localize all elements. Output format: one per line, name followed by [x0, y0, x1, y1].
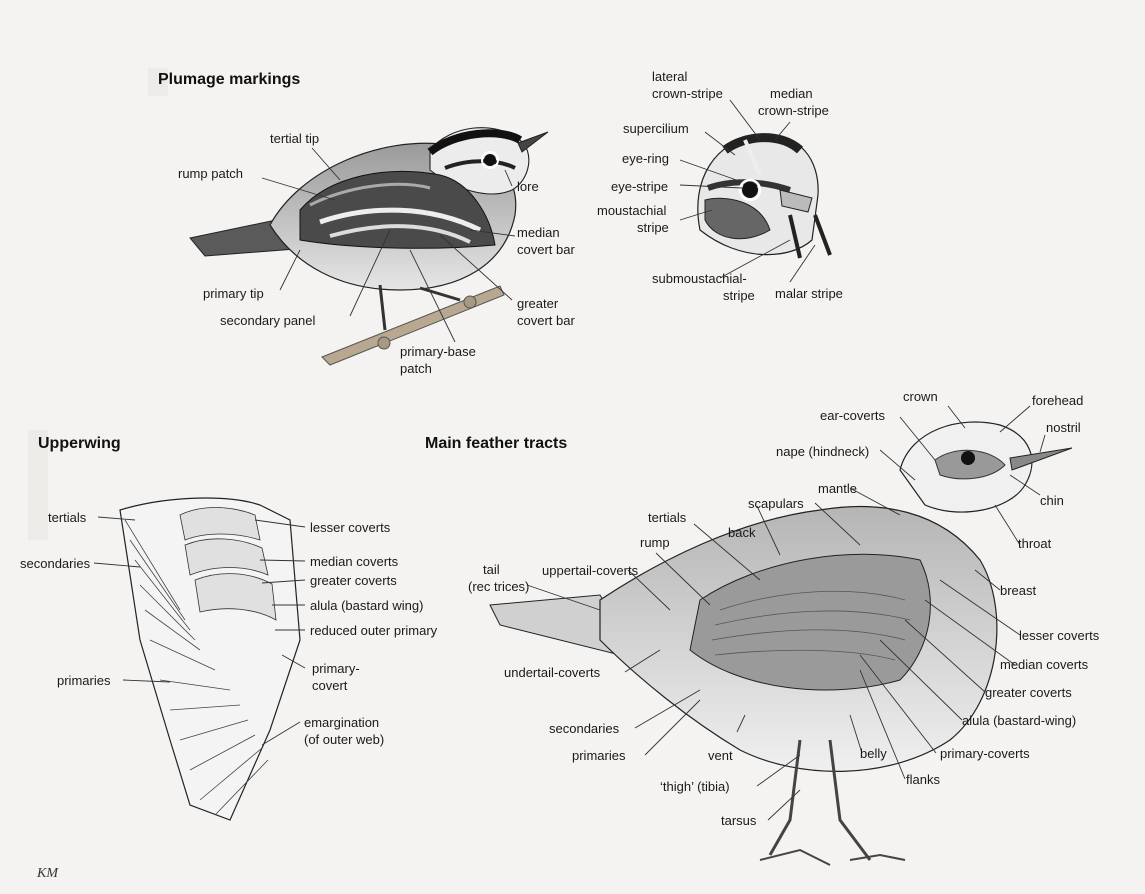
label-uw-emargination-1: emargination — [304, 714, 379, 731]
label-tertials: tertials — [648, 509, 686, 526]
label-greater-coverts: greater coverts — [985, 684, 1072, 701]
label-submoustachial-stripe-1: submoustachial- — [652, 270, 747, 287]
label-chin: chin — [1040, 492, 1064, 509]
artist-initials: KM — [37, 866, 58, 882]
label-tail-1: tail — [483, 561, 500, 578]
label-median-crown-stripe-1: median — [770, 85, 813, 102]
label-uw-greater-coverts: greater coverts — [310, 572, 397, 589]
label-median-covert-bar-2: covert bar — [517, 241, 575, 258]
label-uw-alula: alula (bastard wing) — [310, 597, 423, 614]
title-main-feather-tracts: Main feather tracts — [425, 435, 567, 453]
label-primaries: primaries — [572, 747, 625, 764]
label-rump: rump — [640, 534, 670, 551]
label-breast: breast — [1000, 582, 1036, 599]
label-vent: vent — [708, 747, 733, 764]
label-nostril: nostril — [1046, 419, 1081, 436]
label-nape: nape (hindneck) — [776, 443, 869, 460]
label-uw-secondaries: secondaries — [20, 555, 90, 572]
label-ear-coverts: ear-coverts — [820, 407, 885, 424]
label-primary-tip: primary tip — [203, 285, 264, 302]
label-lore: lore — [517, 178, 539, 195]
head-illustration — [698, 135, 830, 258]
label-uw-primaries: primaries — [57, 672, 110, 689]
label-crown: crown — [903, 388, 938, 405]
label-back: back — [728, 524, 755, 541]
label-median-covert-bar-1: median — [517, 224, 560, 241]
label-tertial-tip: tertial tip — [270, 130, 319, 147]
label-lesser-coverts: lesser coverts — [1019, 627, 1099, 644]
label-uw-reduced-outer-primary: reduced outer primary — [310, 622, 437, 639]
label-primary-base-patch-2: patch — [400, 360, 432, 377]
label-undertail-coverts: undertail-coverts — [504, 664, 600, 681]
label-scapulars: scapulars — [748, 495, 804, 512]
title-plumage-markings: Plumage markings — [158, 71, 300, 89]
label-median-crown-stripe-2: crown-stripe — [758, 102, 829, 119]
label-median-coverts: median coverts — [1000, 656, 1088, 673]
label-tail-2: (rec trices) — [468, 578, 529, 595]
label-primary-base-patch-1: primary-base — [400, 343, 476, 360]
label-tarsus: tarsus — [721, 812, 756, 829]
label-uw-emargination-2: (of outer web) — [304, 731, 384, 748]
label-mantle: mantle — [818, 480, 857, 497]
label-moustachial-stripe-2: stripe — [637, 219, 669, 236]
label-secondaries: secondaries — [549, 720, 619, 737]
label-rump-patch: rump patch — [178, 165, 243, 182]
label-uw-tertials: tertials — [48, 509, 86, 526]
label-greater-covert-bar-1: greater — [517, 295, 558, 312]
label-uw-median-coverts: median coverts — [310, 553, 398, 570]
label-primary-coverts: primary-coverts — [940, 745, 1030, 762]
label-flanks: flanks — [906, 771, 940, 788]
label-submoustachial-stripe-2: stripe — [723, 287, 755, 304]
label-supercilium: supercilium — [623, 120, 689, 137]
label-uppertail-coverts: uppertail-coverts — [542, 562, 638, 579]
label-eye-ring: eye-ring — [622, 150, 669, 167]
label-uw-primary-covert-1: primary- — [312, 660, 360, 677]
label-belly: belly — [860, 745, 887, 762]
warbler-illustration — [190, 128, 548, 365]
label-eye-stripe: eye-stripe — [611, 178, 668, 195]
label-alula: alula (bastard-wing) — [962, 712, 1076, 729]
upperwing-illustration — [120, 498, 300, 820]
label-moustachial-stripe-1: moustachial — [597, 202, 666, 219]
label-uw-primary-covert-2: covert — [312, 677, 347, 694]
label-uw-lesser-coverts: lesser coverts — [310, 519, 390, 536]
label-throat: throat — [1018, 535, 1051, 552]
label-malar-stripe: malar stripe — [775, 285, 843, 302]
label-lateral-crown-stripe-1: lateral — [652, 68, 687, 85]
label-thigh: ‘thigh’ (tibia) — [660, 778, 730, 795]
label-lateral-crown-stripe-2: crown-stripe — [652, 85, 723, 102]
title-upperwing: Upperwing — [38, 435, 121, 453]
label-forehead: forehead — [1032, 392, 1083, 409]
label-secondary-panel: secondary panel — [220, 312, 315, 329]
label-greater-covert-bar-2: covert bar — [517, 312, 575, 329]
